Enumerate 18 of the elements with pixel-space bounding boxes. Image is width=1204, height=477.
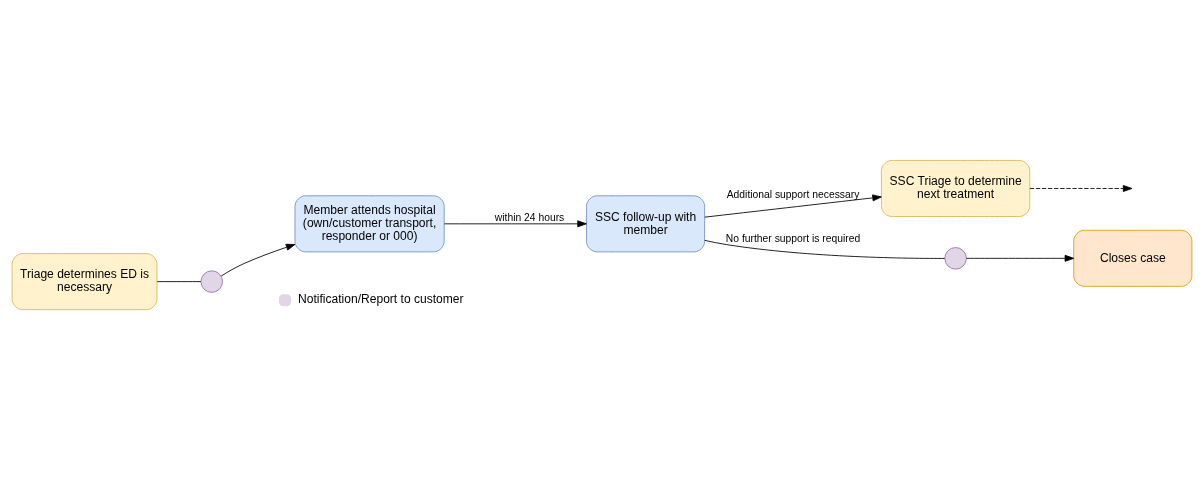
connector <box>156 281 202 283</box>
node-box: Triage determines ED is necessary <box>11 253 158 311</box>
node-box: SSC Triage to determine next treatment <box>881 160 1031 217</box>
arrow <box>704 194 882 218</box>
arrow <box>220 243 296 277</box>
node-circle <box>944 247 967 270</box>
arrow <box>1029 185 1133 192</box>
node-box: SSC follow-up with member <box>586 195 706 253</box>
node-box: Closes case <box>1073 229 1193 287</box>
edge-label: within 24 hours <box>494 211 565 223</box>
edge-label: No further support is required <box>725 232 861 244</box>
legend-label: Notification/Report to customer <box>297 292 464 307</box>
edge-label: Additional support necessary <box>726 188 860 200</box>
connector <box>704 239 946 259</box>
node-box: Member attends hospital (own/customer transport, responder or 000) <box>294 195 445 253</box>
arrow <box>965 254 1075 262</box>
arrow <box>443 220 587 228</box>
node-circle <box>200 270 223 293</box>
